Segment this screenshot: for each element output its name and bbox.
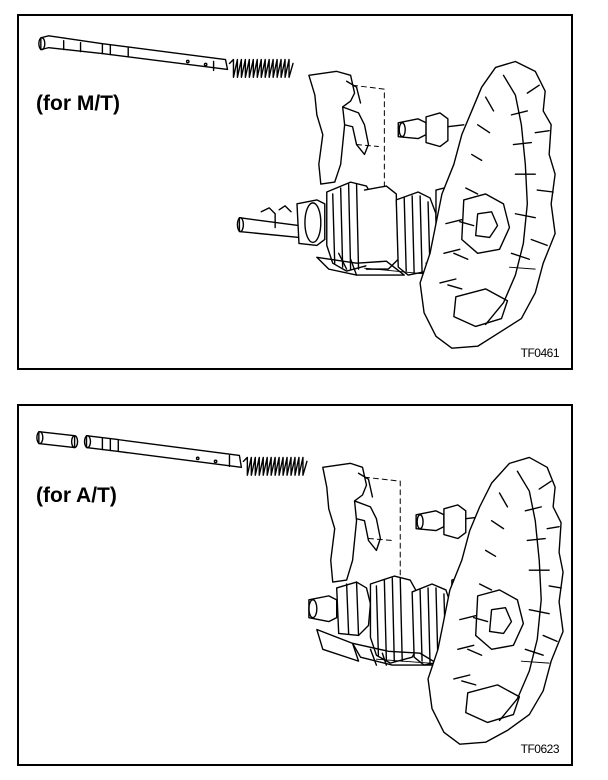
- panel-label-at: (for A/T): [36, 484, 117, 507]
- panel-label-mt: (for M/T): [36, 92, 120, 115]
- at-exploded-illustration: [36, 431, 564, 745]
- mt-shift-fork: [308, 70, 385, 225]
- mt-exploded-illustration: [38, 35, 556, 349]
- at-shift-shaft: [83, 434, 243, 469]
- at-shift-fork: [322, 462, 401, 599]
- figure-code-mt: TF0461: [520, 346, 560, 360]
- mt-shift-shaft: [38, 35, 229, 72]
- mt-synchronizer-assembly: [236, 181, 447, 276]
- mt-transmission-case: [419, 60, 556, 349]
- at-spring: [242, 456, 308, 476]
- mt-spring: [228, 58, 294, 78]
- at-transmission-case: [427, 456, 564, 745]
- diagram-panel-at: (for A/T) TF0623: [17, 404, 573, 766]
- at-sleeve: [36, 431, 79, 449]
- diagram-panel-mt: (for M/T) TF0461: [17, 14, 573, 370]
- at-synchronizer-assembly: [308, 575, 457, 666]
- figure-code-at: TF0623: [520, 742, 560, 756]
